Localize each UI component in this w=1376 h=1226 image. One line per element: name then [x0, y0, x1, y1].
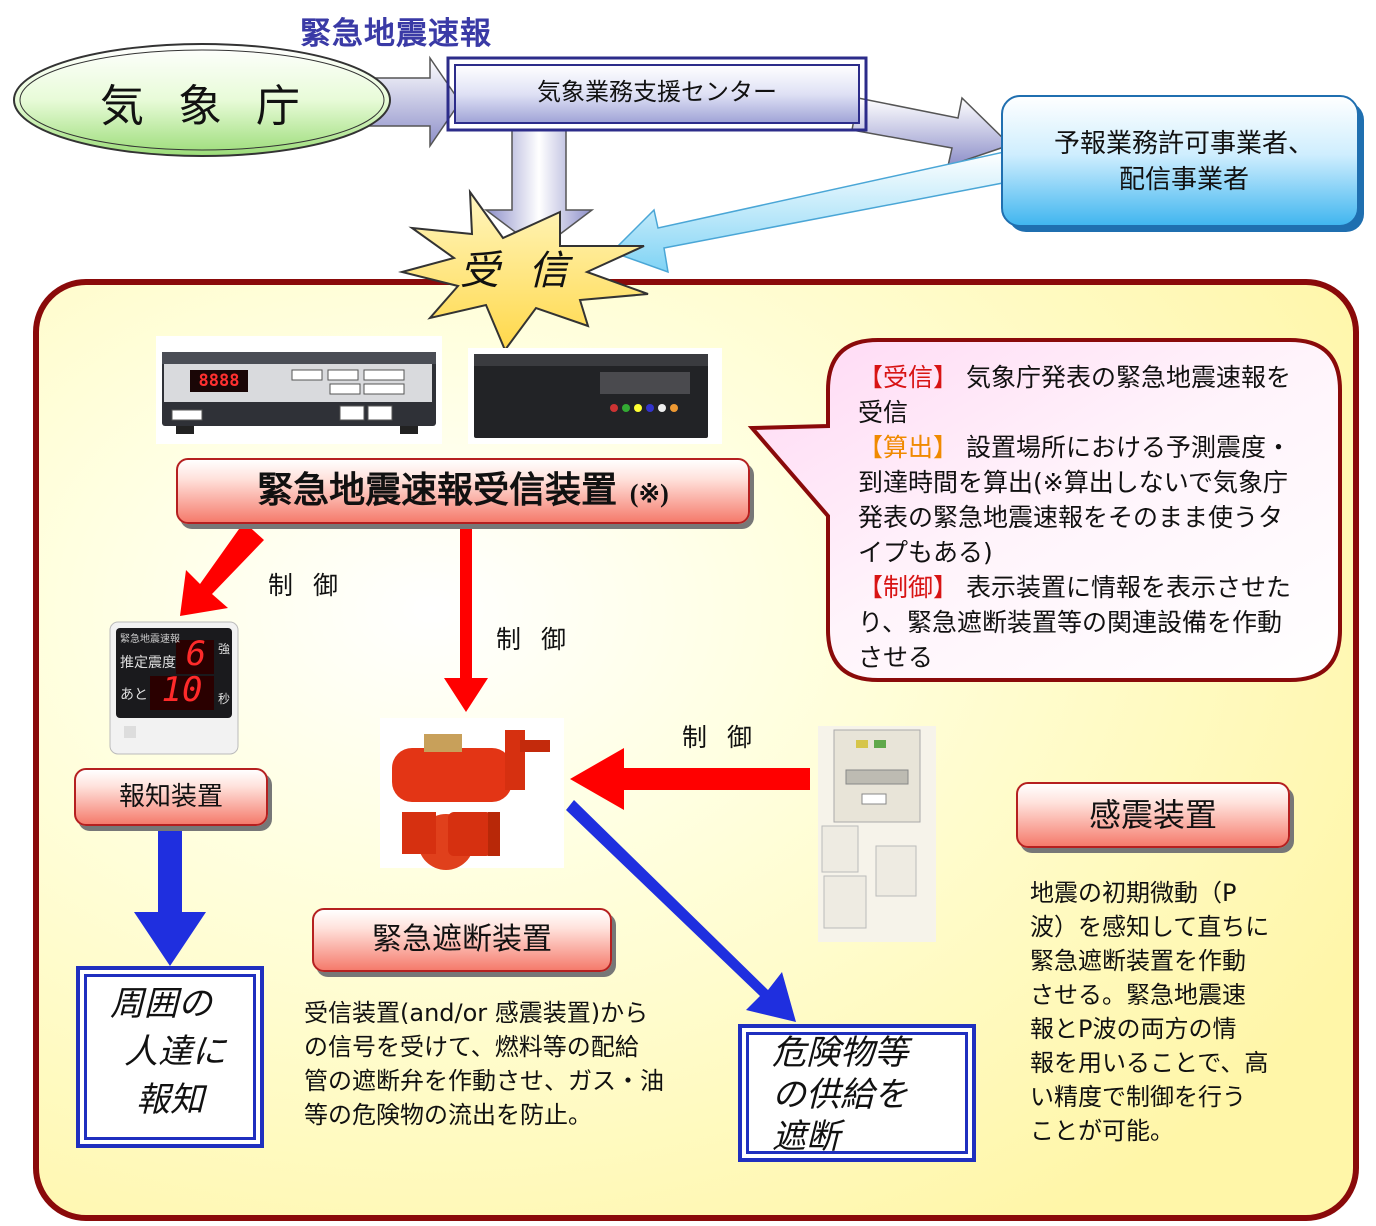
alarm-panel-line-2: 推定震度: [120, 655, 176, 671]
sensor-desc-line-2: 波）を感知して直ちに: [1030, 913, 1270, 941]
speech-bubble: [747, 338, 1342, 682]
function-receive-tag: 【受信】: [858, 363, 959, 392]
arrow-center-to-forecaster: [851, 96, 1012, 168]
function-control: 【制御】 表示装置に情報を表示させたり、緊急遮断装置等の関連設備を作動させる: [858, 570, 1298, 675]
center-box: [446, 56, 868, 132]
arrow-sensor-to-shutoff: [570, 748, 810, 810]
arrow-center-to-receive: [483, 129, 595, 251]
shutoff-result-box: 危険物等 の供給を 遮断: [738, 1024, 976, 1162]
receiver-functions-text: 【受信】 気象庁発表の緊急地震速報を受信 【算出】 設置場所における予測震度・到…: [858, 360, 1298, 675]
shutoff-desc-line-2: の信号を受けて、燃料等の配給: [304, 1033, 639, 1061]
arrow-shutoff-to-result: [566, 800, 796, 1022]
receiver-device-name: 緊急地震速報受信装置: [257, 470, 618, 511]
sensor-desc-line-7: い精度で制御を行う: [1030, 1083, 1246, 1111]
receiver-device-note: (※): [629, 479, 669, 508]
alarm-panel-digit-1: 6: [185, 634, 207, 674]
forecaster-box: [1001, 95, 1359, 227]
forecaster-line-2: 配信事業者: [1118, 165, 1249, 195]
control-label-right: 制 御: [682, 723, 758, 752]
sensor-description: 地震の初期微動（P 波）を感知して直ちに 緊急遮断装置を作動 させる。緊急地震速…: [1030, 876, 1330, 1148]
alarm-panel-unit-2: 秒: [218, 692, 231, 706]
arrow-device-to-alarm: [180, 522, 264, 616]
sensor-desc-line-5: 報とP波の両方の情: [1030, 1015, 1237, 1043]
alarm-result-line-2: 人達に: [124, 1032, 226, 1072]
shutoff-desc-line-4: 等の危険物の流出を防止。: [304, 1101, 592, 1129]
alarm-panel-line-3: あと: [120, 687, 148, 703]
shutoff-desc-line-3: 管の遮断弁を作動させ、ガス・油: [304, 1067, 664, 1095]
receiver-device-label: 緊急地震速報受信装置 (※): [176, 458, 750, 524]
shutoff-desc-line-1: 受信装置(and/or 感震装置)から: [304, 999, 649, 1027]
sensor-desc-line-3: 緊急遮断装置を作動: [1030, 947, 1246, 975]
receiver-photo-2: [468, 348, 722, 444]
diagram-title: 緊急地震速報: [300, 16, 492, 52]
center-label: 気象業務支援センター: [537, 78, 777, 106]
function-calc: 【算出】 設置場所における予測震度・到達時間を算出(※算出しないで気象庁発表の緊…: [858, 430, 1298, 570]
receiver-display-readout: 8888: [198, 371, 240, 391]
alarm-panel-photo: [109, 621, 239, 755]
sensor-desc-line-8: ことが可能。: [1030, 1117, 1174, 1145]
sensor-desc-line-6: 報を用いることで、高: [1030, 1049, 1269, 1077]
receive-burst: [398, 188, 649, 353]
control-label-left: 制 御: [268, 571, 344, 600]
shutoff-result-line-1: 危険物等: [772, 1033, 908, 1073]
sensor-photo: [818, 726, 936, 942]
arrow-alarm-to-result: [134, 824, 206, 966]
jma-label: 気 象 庁: [100, 81, 310, 132]
alarm-device-label: 報知装置: [74, 768, 268, 826]
function-calc-tag: 【算出】: [858, 433, 959, 462]
alarm-panel-digit-2: 10: [161, 670, 203, 710]
receiver-photo-1: [156, 336, 442, 444]
arrow-device-to-shutoff: [444, 526, 488, 712]
forecaster-line-1: 予報業務許可事業者、: [1053, 129, 1314, 159]
shutoff-device-label: 緊急遮断装置: [312, 908, 612, 972]
function-receive-text: 気象庁発表の緊急地震速報を受信: [858, 363, 1291, 427]
function-control-tag: 【制御】: [858, 573, 959, 602]
function-calc-text: 設置場所における予測震度・到達時間を算出(※算出しないで気象庁発表の緊急地震速報…: [858, 433, 1291, 567]
receive-label: 受 信: [459, 248, 577, 294]
sensor-desc-line-1: 地震の初期微動（P: [1030, 879, 1237, 907]
shutoff-result-line-2: の供給を: [772, 1075, 908, 1115]
alarm-result-line-1: 周囲の: [110, 984, 212, 1024]
function-receive: 【受信】 気象庁発表の緊急地震速報を受信: [858, 360, 1298, 430]
control-label-center: 制 御: [496, 625, 572, 654]
alarm-panel-unit-1: 強: [218, 642, 231, 656]
alarm-result-box: 周囲の 人達に 報知: [76, 966, 264, 1148]
jma-ellipse: [13, 43, 391, 157]
function-control-text: 表示装置に情報を表示させたり、緊急遮断装置等の関連設備を作動させる: [858, 573, 1291, 672]
valve-photo: [380, 718, 564, 870]
arrow-forecaster-to-receive: [610, 151, 1009, 274]
alarm-result-line-3: 報知: [136, 1080, 204, 1120]
shutoff-description: 受信装置(and/or 感震装置)から の信号を受けて、燃料等の配給 管の遮断弁…: [304, 996, 714, 1132]
sensor-device-label: 感震装置: [1016, 782, 1290, 848]
shutoff-result-line-3: 遮断: [772, 1117, 840, 1157]
sensor-desc-line-4: させる。緊急地震速: [1030, 981, 1246, 1009]
forecaster-label: 予報業務許可事業者、 配信事業者: [1004, 126, 1364, 198]
alarm-panel-line-1: 緊急地震速報: [120, 634, 180, 645]
